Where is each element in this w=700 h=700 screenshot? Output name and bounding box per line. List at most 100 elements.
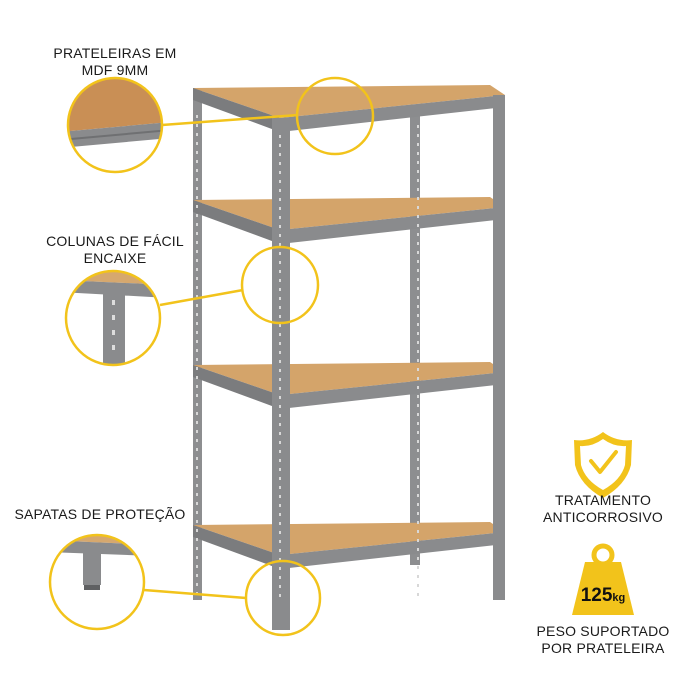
post-hole <box>417 422 419 425</box>
post-hole <box>196 358 198 361</box>
post-hole <box>196 502 198 505</box>
post-hole <box>196 466 198 469</box>
post-hole <box>196 403 198 406</box>
post-hole <box>196 349 198 352</box>
post-hole <box>196 583 198 586</box>
post-hole <box>279 378 281 381</box>
post-hole <box>196 529 198 532</box>
post-hole <box>417 161 419 164</box>
post-hole <box>417 305 419 308</box>
post-hole <box>417 548 419 551</box>
post-hole <box>196 178 198 181</box>
post-hole <box>279 549 281 552</box>
post-hole <box>196 124 198 127</box>
post-hole <box>279 216 281 219</box>
post-hole <box>196 475 198 478</box>
post-hole <box>279 342 281 345</box>
post-hole <box>417 179 419 182</box>
post-hole <box>196 574 198 577</box>
post-hole <box>196 556 198 559</box>
detail-marker-column <box>240 245 320 325</box>
post-hole <box>279 396 281 399</box>
detail-shelf-mdf <box>68 78 162 172</box>
post-hole <box>279 351 281 354</box>
post-hole <box>196 421 198 424</box>
post-hole <box>279 144 281 147</box>
post-hole <box>417 152 419 155</box>
post-hole <box>417 521 419 524</box>
post-hole <box>417 215 419 218</box>
post-hole <box>196 565 198 568</box>
callout-text: ENCAIXE <box>83 250 147 266</box>
feature-text: TRATAMENTO <box>554 492 652 508</box>
post-hole <box>196 520 198 523</box>
post-hole <box>417 503 419 506</box>
detail-marker-shelf <box>295 76 375 156</box>
post-hole <box>279 513 281 516</box>
post-hole <box>279 459 281 462</box>
post-hole <box>417 278 419 281</box>
shelf-side-beam <box>193 525 280 569</box>
post-hole <box>196 340 198 343</box>
post-hole <box>196 196 198 199</box>
post-hole <box>196 493 198 496</box>
post-hole <box>196 205 198 208</box>
post-hole <box>279 252 281 255</box>
post-hole <box>279 432 281 435</box>
post-hole <box>279 495 281 498</box>
post-hole <box>279 486 281 489</box>
post-hole <box>279 585 281 588</box>
front-right-post <box>493 95 505 600</box>
post-hole <box>196 169 198 172</box>
post-hole <box>279 333 281 336</box>
post-hole <box>279 450 281 453</box>
post-hole <box>417 566 419 569</box>
post-hole <box>196 448 198 451</box>
post-hole <box>196 277 198 280</box>
shelf-side-beam <box>193 365 280 409</box>
post-hole <box>279 387 281 390</box>
post-hole <box>417 233 419 236</box>
post-hole <box>417 314 419 317</box>
post-hole <box>417 494 419 497</box>
feature-text: POR PRATELEIRA <box>541 640 665 656</box>
post-hole <box>196 394 198 397</box>
post-hole <box>417 467 419 470</box>
post-hole <box>417 143 419 146</box>
post-hole <box>279 288 281 291</box>
front-left-post <box>272 118 290 630</box>
shelf-top <box>193 197 505 230</box>
post-hole <box>417 458 419 461</box>
post-hole <box>417 512 419 515</box>
post-hole <box>417 188 419 191</box>
post-hole <box>279 558 281 561</box>
post-hole <box>279 207 281 210</box>
post-hole <box>417 404 419 407</box>
post-hole <box>279 594 281 597</box>
callout-columns: COLUNAS DE FÁCIL ENCAIXE <box>30 233 200 267</box>
feature-load: PESO SUPORTADO POR PRATELEIRA <box>523 623 683 657</box>
post-hole <box>196 331 198 334</box>
post-hole <box>279 180 281 183</box>
shelf-front-beam <box>280 372 505 409</box>
callout-text: MDF 9MM <box>81 62 149 78</box>
weight-icon <box>572 543 634 615</box>
shelf-top <box>193 522 505 555</box>
post-hole <box>279 576 281 579</box>
post-hole <box>417 206 419 209</box>
post-hole <box>196 214 198 217</box>
post-hole <box>196 367 198 370</box>
post-hole <box>196 295 198 298</box>
post-hole <box>417 431 419 434</box>
post-hole <box>417 242 419 245</box>
post-hole <box>196 484 198 487</box>
back-left-post <box>193 88 202 600</box>
post-hole <box>279 270 281 273</box>
post-hole <box>417 350 419 353</box>
post-hole <box>196 430 198 433</box>
post-hole <box>417 323 419 326</box>
post-hole <box>196 286 198 289</box>
post-hole <box>279 243 281 246</box>
post-hole <box>279 153 281 156</box>
